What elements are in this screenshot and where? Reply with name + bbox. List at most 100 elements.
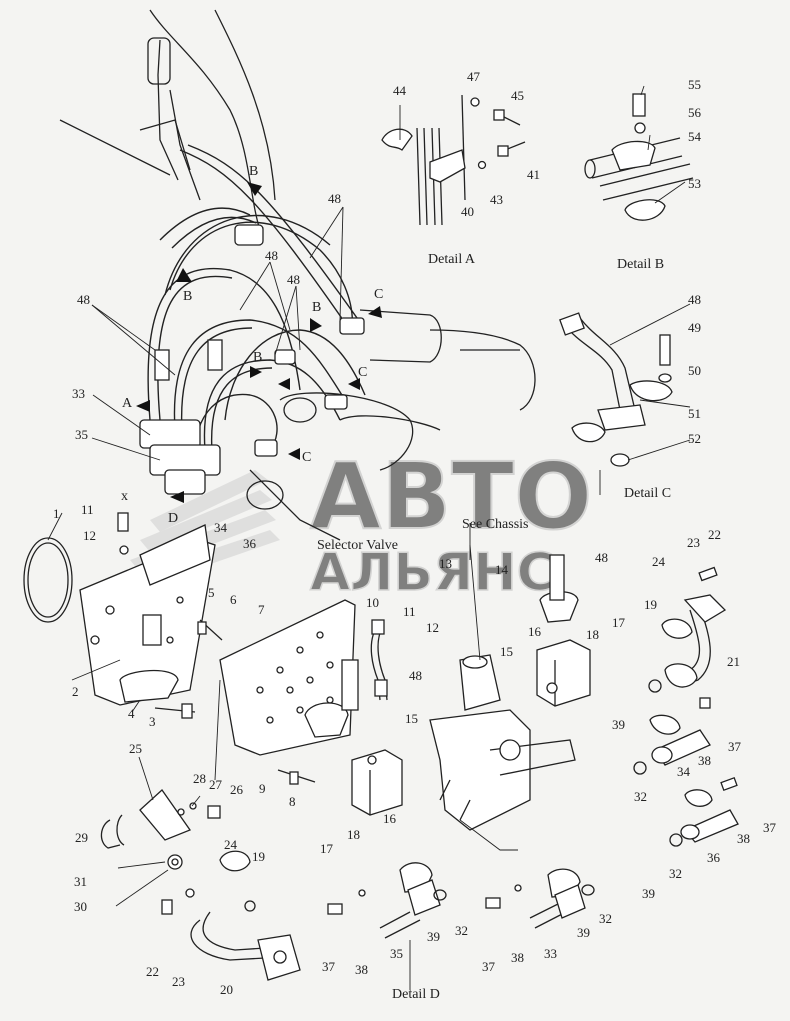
callout-21: 21 xyxy=(727,654,740,669)
callout-43: 43 xyxy=(490,192,503,207)
callout-37: 37 xyxy=(728,739,742,754)
flow-arrow-icon xyxy=(348,378,360,390)
callout-15: 15 xyxy=(500,644,513,659)
callout-38: 38 xyxy=(355,962,368,977)
flow-arrow-icon xyxy=(310,318,322,332)
callout-16: 16 xyxy=(528,624,542,639)
detail-b-drawing xyxy=(584,93,694,221)
valve-block-left xyxy=(304,659,403,816)
callout-18: 18 xyxy=(347,827,360,842)
callout-35: 35 xyxy=(390,946,403,961)
callout-41: 41 xyxy=(527,167,540,182)
callout-17: 17 xyxy=(320,841,334,856)
lower-right-parts xyxy=(633,566,739,847)
hose-fittings xyxy=(139,224,365,495)
lower-left-parts xyxy=(23,512,216,706)
detail-a-drawing xyxy=(381,94,526,226)
callout-15: 15 xyxy=(405,711,418,726)
callout-48: 48 xyxy=(77,292,90,307)
callout-38: 38 xyxy=(737,831,750,846)
flow-arrow-labels: B B B C B C A C D x xyxy=(121,164,383,526)
callout-47: 47 xyxy=(467,69,481,84)
callout-11: 11 xyxy=(81,502,94,517)
pipe-10 xyxy=(370,619,388,701)
flow-arrow-icon xyxy=(288,448,300,460)
captions: Detail A Detail B Detail C Detail D See … xyxy=(317,252,671,1002)
watermark: АВТО АЛЬЯНС xyxy=(120,442,593,604)
flow-label-b: B xyxy=(312,300,321,315)
callout-16: 16 xyxy=(383,811,397,826)
callout-37: 37 xyxy=(482,959,496,974)
flow-label-x: x xyxy=(121,489,128,504)
callout-37: 37 xyxy=(763,820,777,835)
flow-arrow-icon xyxy=(170,491,184,503)
leader-lines xyxy=(47,85,691,990)
callout-32: 32 xyxy=(634,789,647,804)
callout-38: 38 xyxy=(698,753,711,768)
callout-50: 50 xyxy=(688,363,701,378)
callout-48: 48 xyxy=(595,550,608,565)
flow-arrows xyxy=(136,182,382,503)
hose-bundle xyxy=(147,144,366,471)
callout-34: 34 xyxy=(677,764,691,779)
callout-36: 36 xyxy=(707,850,721,865)
callout-32: 32 xyxy=(455,923,468,938)
callout-37: 37 xyxy=(322,959,336,974)
callout-30: 30 xyxy=(74,899,87,914)
caption-detail-b: Detail B xyxy=(617,257,664,272)
callout-48: 48 xyxy=(409,668,422,683)
flow-label-d: D xyxy=(168,511,178,526)
callout-19: 19 xyxy=(644,597,657,612)
callout-39: 39 xyxy=(427,929,440,944)
callout-45: 45 xyxy=(511,88,524,103)
flow-label-c: C xyxy=(302,450,311,465)
caption-selector-valve: Selector Valve xyxy=(317,538,398,553)
callout-20: 20 xyxy=(220,982,233,997)
callout-34: 34 xyxy=(214,520,228,535)
callout-22: 22 xyxy=(146,964,159,979)
callout-35: 35 xyxy=(75,427,88,442)
callout-23: 23 xyxy=(687,535,700,550)
callout-7: 7 xyxy=(258,602,265,617)
callout-6: 6 xyxy=(230,592,237,607)
callout-38: 38 xyxy=(511,950,524,965)
bottom-left-parts xyxy=(100,789,301,981)
flow-label-b: B xyxy=(249,164,258,179)
flow-arrow-icon xyxy=(368,306,382,318)
caption-detail-c: Detail C xyxy=(624,486,671,501)
detail-d-parts xyxy=(327,862,595,939)
tractor-frame-outline xyxy=(59,9,276,231)
callout-26: 26 xyxy=(230,782,244,797)
watermark-line-1: АВТО xyxy=(310,443,592,550)
callout-12: 12 xyxy=(83,528,96,543)
caption-detail-d: Detail D xyxy=(392,987,440,1002)
callout-4: 4 xyxy=(128,706,135,721)
callout-40: 40 xyxy=(461,204,474,219)
flow-label-c: C xyxy=(374,287,383,302)
callout-33: 33 xyxy=(544,946,557,961)
callout-19: 19 xyxy=(252,849,265,864)
flow-label-c: C xyxy=(358,365,367,380)
flow-arrow-icon xyxy=(250,366,262,378)
callout-12: 12 xyxy=(426,620,439,635)
caption-see-chassis: See Chassis xyxy=(462,517,529,532)
callout-27: 27 xyxy=(209,777,223,792)
callout-2: 2 xyxy=(72,684,79,699)
callout-8: 8 xyxy=(289,794,296,809)
valve-block-right xyxy=(536,554,591,707)
callout-10: 10 xyxy=(366,595,379,610)
callout-18: 18 xyxy=(586,627,599,642)
callout-28: 28 xyxy=(193,771,206,786)
detail-c-drawing xyxy=(559,312,673,467)
callout-44: 44 xyxy=(393,83,407,98)
callout-52: 52 xyxy=(688,431,701,446)
callout-24: 24 xyxy=(224,837,238,852)
callout-56: 56 xyxy=(688,105,702,120)
callout-39: 39 xyxy=(612,717,625,732)
callout-3: 3 xyxy=(149,714,156,729)
callout-23: 23 xyxy=(172,974,185,989)
callout-24: 24 xyxy=(652,554,666,569)
callout-36: 36 xyxy=(243,536,257,551)
callout-29: 29 xyxy=(75,830,88,845)
